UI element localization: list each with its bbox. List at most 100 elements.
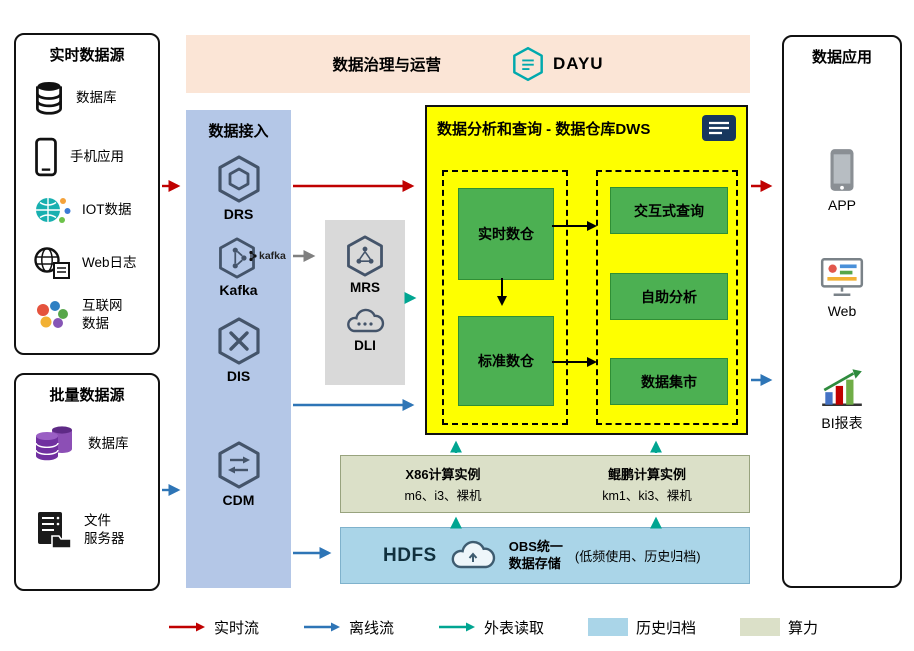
app-item-mobile: APP <box>784 147 900 213</box>
middleware-item-dli: DLI <box>325 306 405 353</box>
app-item-web: Web <box>784 255 900 319</box>
source-label: 手机应用 <box>70 149 124 165</box>
interactive-query-box: 交互式查询 <box>610 187 728 234</box>
obs-title: OBS统一 数据存储 <box>509 539 563 572</box>
batch-sources-title: 批量数据源 <box>49 387 125 404</box>
middleware-box: MRS DLI <box>325 220 405 385</box>
x86-compute-subtitle: m6、i3、裸机 <box>404 489 482 503</box>
bi-report-icon <box>822 369 862 406</box>
middleware-item-mrs: MRS <box>325 234 405 295</box>
legend-label: 历史归档 <box>635 619 696 637</box>
web-log-icon <box>34 247 70 279</box>
internet-data-icon <box>37 300 68 328</box>
legend-label: 实时流 <box>214 619 260 637</box>
warehouse-label: 实时数仓 <box>478 226 534 242</box>
archive-swatch <box>587 618 628 636</box>
governance-title: 数据治理与运营 <box>332 57 441 74</box>
app-item-bi: BI报表 <box>784 367 900 433</box>
batch-sources-panel: 批量数据源 数据库 文件 服务器 <box>14 373 160 591</box>
database-purple-icon <box>35 426 72 461</box>
legend-compute: 算力 <box>739 617 818 638</box>
offline-flow-arrow-icon <box>303 622 340 632</box>
realtime-warehouse-box: 实时数仓 <box>458 188 554 280</box>
realtime-flow-arrow-icon <box>169 622 205 632</box>
ingestion-label: DRS <box>223 206 254 222</box>
source-label: 互联网 数据 <box>82 298 123 331</box>
dli-cloud-icon <box>347 308 385 333</box>
legend-external-read: 外表读取 <box>438 617 544 638</box>
dayu-brand-label: DAYU <box>552 54 604 73</box>
standard-warehouse-box: 标准数仓 <box>458 316 554 406</box>
storage-box: HDFS OBS统一 数据存储 (低频使用、历史归档) <box>340 527 750 584</box>
kunpeng-compute-subtitle: km1、ki3、裸机 <box>602 489 692 503</box>
dayu-logo-icon <box>513 46 543 82</box>
source-label: IOT数据 <box>82 202 132 218</box>
x86-compute-title: X86计算实例 <box>405 467 481 482</box>
file-server-icon <box>38 512 72 549</box>
data-ingestion-title: 数据接入 <box>208 123 269 140</box>
self-service-analysis-box: 自助分析 <box>610 273 728 320</box>
ingestion-item-drs: DRS <box>186 154 291 222</box>
kafka-hexagon-icon <box>219 237 255 279</box>
mobile-phone-icon <box>35 137 57 177</box>
source-label: 文件 服务器 <box>84 513 125 546</box>
application-label: APP <box>827 197 856 213</box>
source-label: 数据库 <box>88 436 129 452</box>
governance-banner: 数据治理与运营 DAYU <box>186 35 750 93</box>
obs-note: (低频使用、历史归档) <box>574 549 701 564</box>
dis-hexagon-icon <box>217 317 260 365</box>
source-item-iot: IOT数据 <box>32 193 152 227</box>
service-label: 数据集市 <box>641 373 697 390</box>
warehouse-group: 实时数仓 标准数仓 <box>442 170 568 425</box>
source-item-weblog: Web日志 <box>32 245 152 281</box>
dws-header: 数据分析和查询 - 数据仓库DWS <box>437 113 738 143</box>
kafka-logo-icon <box>249 250 257 262</box>
web-app-icon <box>820 258 864 296</box>
warehouse-label: 标准数仓 <box>478 353 534 369</box>
source-item-fileserver: 文件 服务器 <box>32 509 152 551</box>
source-item-mobile: 手机应用 <box>32 137 152 177</box>
dayu-brand: DAYU <box>511 46 604 82</box>
service-label: 交互式查询 <box>634 202 704 219</box>
legend-label: 算力 <box>787 619 818 637</box>
realtime-sources-title: 实时数据源 <box>49 47 125 64</box>
cdm-hexagon-icon <box>217 441 260 489</box>
legend-archive: 历史归档 <box>587 617 696 638</box>
ingestion-item-dis: DIS <box>186 316 291 384</box>
compute-swatch <box>739 618 780 636</box>
obs-title-line1: OBS统一 <box>508 539 563 555</box>
kunpeng-compute: 鲲鹏计算实例 km1、ki3、裸机 <box>545 456 749 512</box>
application-label: BI报表 <box>821 415 863 431</box>
legend: 实时流 离线流 外表读取 历史归档 算力 <box>168 610 818 644</box>
realtime-sources-panel: 实时数据源 数据库 手机应用 IOT数据 <box>14 33 160 355</box>
data-applications-panel: 数据应用 APP Web <box>782 35 902 588</box>
legend-label: 外表读取 <box>483 619 544 637</box>
obs-cloud-icon <box>451 540 495 568</box>
legend-realtime-flow: 实时流 <box>168 617 259 638</box>
dws-warehouse-box: 数据分析和查询 - 数据仓库DWS 实时数仓 标准数仓 交互式查询 自助分析 数… <box>425 105 748 435</box>
legend-offline-flow: 离线流 <box>303 617 394 638</box>
dws-title: 数据分析和查询 - 数据仓库DWS <box>437 120 651 138</box>
data-applications-title: 数据应用 <box>811 49 872 66</box>
ingestion-item-kafka: Kafka <box>186 236 291 298</box>
service-label: 自助分析 <box>641 288 697 305</box>
source-item-database: 数据库 <box>32 79 152 117</box>
drs-hexagon-icon <box>217 155 260 203</box>
iot-icon <box>36 198 71 223</box>
hdfs-label: HDFS <box>383 544 437 566</box>
middleware-label: MRS <box>350 280 380 295</box>
ingestion-label: Kafka <box>219 282 258 298</box>
kafka-wordmark-label: kafka <box>259 250 286 262</box>
x86-compute: X86计算实例 m6、i3、裸机 <box>341 456 545 512</box>
source-label: 数据库 <box>76 90 117 106</box>
source-label: Web日志 <box>82 255 137 271</box>
ingestion-label: CDM <box>222 492 255 508</box>
database-icon <box>36 81 62 115</box>
source-item-internet: 互联网 数据 <box>32 297 152 332</box>
dws-document-icon <box>702 115 736 141</box>
kafka-wordmark: kafka <box>248 250 286 262</box>
legend-label: 离线流 <box>348 619 394 637</box>
mrs-hexagon-icon <box>347 235 383 277</box>
ingestion-item-cdm: CDM <box>186 440 291 508</box>
